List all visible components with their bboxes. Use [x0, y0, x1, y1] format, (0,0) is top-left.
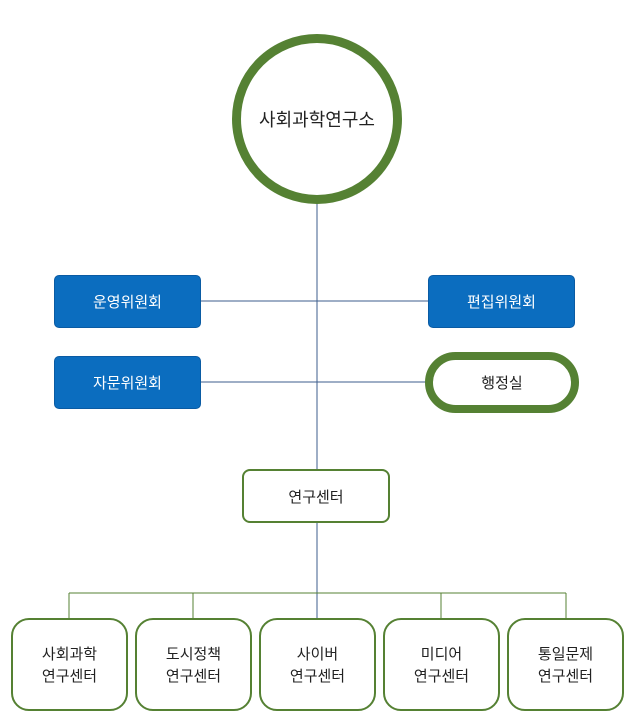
operations-committee-label: 운영위원회	[92, 293, 162, 311]
editorial-committee-label: 편집위원회	[466, 293, 536, 311]
center-name-line: 통일문제	[537, 644, 594, 663]
center-node-social-science: 사회과학 연구센터	[11, 618, 128, 711]
center-node-urban-policy: 도시정책 연구센터	[135, 618, 252, 711]
center-type-line: 연구센터	[289, 666, 346, 685]
center-node-cyber: 사이버 연구센터	[259, 618, 376, 711]
center-name-line: 사회과학	[41, 644, 98, 663]
operations-committee-box: 운영위원회	[54, 275, 201, 328]
center-type-line: 연구센터	[165, 666, 222, 685]
center-node-media: 미디어 연구센터	[383, 618, 500, 711]
center-type-line: 연구센터	[413, 666, 470, 685]
root-institute-label: 사회과학연구소	[259, 110, 375, 131]
center-type-line: 연구센터	[41, 666, 98, 685]
research-center-label: 연구센터	[288, 487, 344, 506]
center-name-line: 미디어	[420, 644, 463, 663]
research-center-node: 연구센터	[242, 469, 390, 523]
center-node-unification: 통일문제 연구센터	[507, 618, 624, 711]
admin-office-node: 행정실	[425, 352, 579, 413]
advisory-committee-box: 자문위원회	[54, 356, 201, 409]
editorial-committee-box: 편집위원회	[428, 275, 575, 328]
root-institute-node: 사회과학연구소	[232, 34, 402, 204]
advisory-committee-label: 자문위원회	[92, 374, 162, 392]
admin-office-label: 행정실	[481, 374, 523, 392]
center-name-line: 사이버	[296, 644, 339, 663]
center-type-line: 연구센터	[537, 666, 594, 685]
center-name-line: 도시정책	[165, 644, 222, 663]
